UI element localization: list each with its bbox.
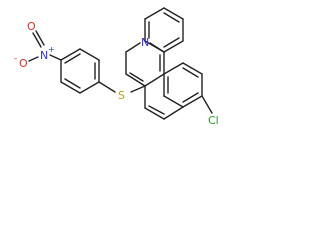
- bond-n-o-single: [28, 56, 39, 62]
- bond-ac-c1: [163, 62, 184, 75]
- molecule-structure: O N + O - S N Cl: [14, 7, 219, 127]
- bond-o-n-double-b: [35, 30, 45, 46]
- bond-ac-b3-inner: [129, 72, 144, 82]
- bond-ph-1: [60, 48, 81, 61]
- atom-label-oxygen-left: O: [19, 57, 28, 70]
- atom-label-sulfur: S: [118, 89, 125, 102]
- bond-ph-2: [79, 48, 100, 61]
- bond-ac-c2-inner: [182, 67, 199, 78]
- bond-c-cl: [201, 95, 213, 114]
- atom-label-oxygen-top: O: [27, 20, 36, 33]
- bond-ac-c4: [182, 95, 203, 108]
- bond-s-acr: [130, 85, 146, 93]
- bond-ac-a6: [144, 7, 165, 20]
- bond-ac-d4: [163, 106, 184, 120]
- bond-ac-a1: [163, 7, 184, 20]
- atom-label-oxygen-minus: -: [14, 54, 17, 64]
- bond-ac-d3-inner: [148, 105, 165, 115]
- bond-n-c-ring: [49, 54, 62, 61]
- bond-ph-4: [79, 81, 100, 94]
- bond-ac-a-inner-2: [163, 37, 180, 48]
- bond-ac-d3: [144, 107, 165, 120]
- atom-label-nitro-nitrogen: N: [40, 49, 48, 62]
- structure-canvas: O N + O - S N Cl: [14, 7, 219, 127]
- bond-ac-b6: [149, 42, 165, 53]
- bond-ac-c2: [182, 62, 203, 75]
- bond-ac-b3: [125, 73, 146, 87]
- bond-ac-b2: [144, 73, 165, 87]
- bond-ac-a-inner-1: [163, 12, 180, 23]
- bond-ac-c4-inner: [182, 92, 199, 103]
- bond-o-n-double-a: [32, 32, 42, 48]
- bond-ph-inner-1: [64, 53, 81, 64]
- atom-label-nitro-plus: +: [48, 45, 55, 54]
- bond-ph-s: [98, 81, 116, 93]
- atom-label-chlorine: Cl: [208, 114, 219, 127]
- bond-ac-c5: [163, 95, 184, 108]
- bond-ac-b5: [125, 42, 141, 53]
- bond-ph-5: [60, 81, 81, 94]
- bond-ac-a3: [163, 40, 184, 53]
- bond-ph-inner-3: [64, 78, 81, 89]
- atom-label-ring-nitrogen: N: [141, 36, 149, 49]
